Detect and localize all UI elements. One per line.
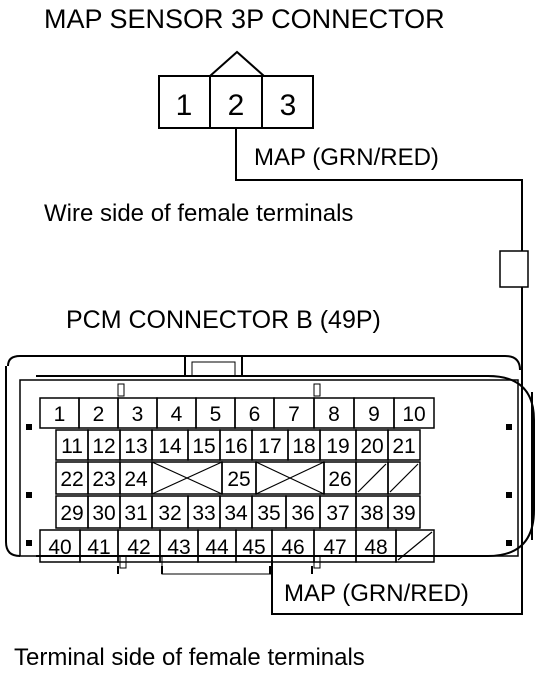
pcm-pin-label: 44 — [205, 536, 229, 559]
pcm-pin-label: 17 — [258, 435, 281, 458]
map-pin-2: 2 — [228, 89, 245, 122]
pcm-pin-label: 24 — [124, 468, 148, 491]
wire-side-caption: Wire side of female terminals — [44, 200, 354, 227]
map-wire-line — [235, 128, 523, 251]
map-pin-1: 1 — [176, 89, 193, 122]
pcm-pin-cell — [387, 461, 421, 495]
pcm-pin-cell — [387, 429, 421, 461]
pcm-pin-label: 32 — [158, 502, 181, 525]
pcm-pin-label: 13 — [124, 435, 147, 458]
pcm-pin-label: 14 — [158, 435, 182, 458]
pcm-pin-label: 9 — [368, 403, 380, 426]
pcm-pin-label: 42 — [127, 536, 150, 559]
pcm-pin-label: 29 — [60, 502, 83, 525]
terminal-side-caption: Terminal side of female terminals — [14, 644, 365, 671]
unused-pin-mark — [357, 463, 387, 493]
pcm-pin-label: 12 — [92, 435, 115, 458]
unused-pin-mark — [389, 463, 419, 493]
pcm-pin-label: 41 — [87, 536, 110, 559]
pcm-pin-label: 39 — [392, 502, 415, 525]
pcm-pin-label: 21 — [392, 435, 415, 458]
pcm-pin-label: 40 — [48, 536, 71, 559]
map-wire-line-lower — [271, 287, 523, 615]
map-pin-3: 3 — [280, 89, 297, 122]
pcm-pin-label: 2 — [93, 403, 105, 426]
pcm-pin-label: 8 — [328, 403, 340, 426]
pcm-pin-label: 45 — [242, 536, 265, 559]
pcm-pin-label: 5 — [210, 403, 222, 426]
pcm-pin-label: 23 — [92, 468, 115, 491]
pcm-pin-cell — [393, 397, 435, 429]
pcm-pin-label: 37 — [326, 502, 349, 525]
pcm-pin-label: 47 — [323, 536, 346, 559]
pcm-pin-label: 25 — [227, 468, 250, 491]
pcm-pin-cell — [395, 529, 435, 563]
inline-connector — [499, 250, 529, 288]
unused-pin-mark — [151, 461, 223, 495]
pcm-connector-housing — [5, 355, 535, 575]
pcm-pin-label: 20 — [360, 435, 383, 458]
pcm-pin-label: 1 — [54, 403, 66, 426]
pcm-pin-label: 6 — [249, 403, 261, 426]
pcm-pin-label: 35 — [257, 502, 280, 525]
pcm-pin-label: 30 — [92, 502, 115, 525]
unused-pin-mark — [255, 461, 325, 495]
unused-pin-mark — [397, 531, 433, 561]
map-sensor-title: MAP SENSOR 3P CONNECTOR — [44, 4, 445, 34]
pcm-pin-label: 3 — [132, 403, 144, 426]
pcm-pin-label: 18 — [292, 435, 315, 458]
pcm-pin-label: 38 — [360, 502, 383, 525]
pcm-pin-label: 22 — [60, 468, 83, 491]
pcm-pin-label: 34 — [224, 502, 248, 525]
pcm-pin-cell — [387, 495, 421, 529]
pcm-pin-label: 36 — [291, 502, 314, 525]
pcm-pin-label: 7 — [288, 403, 300, 426]
pcm-pin-label: 19 — [326, 435, 349, 458]
pcm-pin-label: 15 — [192, 435, 215, 458]
pcm-pin-label: 31 — [124, 502, 147, 525]
pcm-pin-label: 43 — [167, 536, 190, 559]
pcm-connector-title: PCM CONNECTOR B (49P) — [66, 306, 381, 334]
pcm-pin-label: 16 — [224, 435, 247, 458]
pcm-pin-label: 33 — [192, 502, 215, 525]
pcm-wire-label: MAP (GRN/RED) — [284, 580, 469, 607]
pcm-pin-label: 48 — [364, 536, 387, 559]
map-wire-label: MAP (GRN/RED) — [254, 144, 439, 171]
pcm-pin-label: 26 — [328, 468, 351, 491]
pcm-pin-label: 46 — [281, 536, 304, 559]
pcm-pin-label: 11 — [61, 435, 83, 458]
pcm-pin-label: 4 — [171, 403, 183, 426]
pcm-pin-label: 10 — [402, 403, 425, 426]
